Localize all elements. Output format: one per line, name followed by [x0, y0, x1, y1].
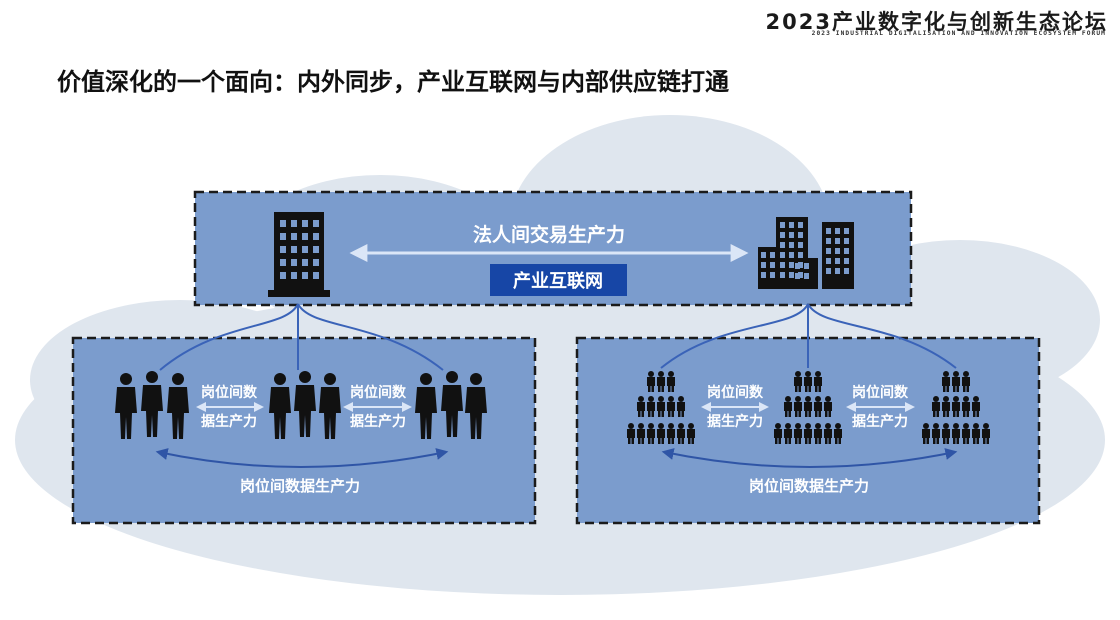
- industrial-internet-box: [490, 264, 627, 296]
- people-group-icon-1: [115, 371, 189, 439]
- left-bottom-arrow: [155, 448, 449, 468]
- left-pair-label-1b: 据生产力: [201, 413, 257, 430]
- left-pair-label-2a: 岗位间数: [350, 384, 407, 401]
- right-pair-label-1a: 岗位间数: [707, 384, 764, 401]
- team-pyramid-icon-2: [774, 371, 842, 444]
- left-pair-label-1a: 岗位间数: [201, 384, 258, 401]
- slide-title: 价值深化的一个面向：内外同步，产业互联网与内部供应链打通: [57, 68, 729, 96]
- left-pair-label-2b: 据生产力: [350, 413, 406, 430]
- team-pyramid-icon-1: [627, 371, 695, 444]
- forum-title: 2023产业数字化与创新生态论坛: [765, 10, 1108, 34]
- building-icon: [268, 212, 330, 297]
- right-bottom-label: 岗位间数据生产力: [749, 477, 869, 495]
- right-pair-label-1b: 据生产力: [707, 413, 763, 430]
- industrial-internet-label: 产业互联网: [513, 270, 603, 292]
- forum-subtitle: 2023 INDUSTRIAL DIGITALISATION AND INNOV…: [811, 30, 1106, 37]
- left-connectors: [159, 303, 444, 371]
- right-connectors: [660, 303, 957, 369]
- right-bottom-arrow: [661, 448, 958, 468]
- people-group-icon-2: [269, 371, 341, 439]
- team-pyramid-icon-3: [922, 371, 990, 444]
- right-pair-label-2a: 岗位间数: [852, 384, 909, 401]
- right-pair-label-2b: 据生产力: [852, 413, 908, 430]
- people-group-icon-3: [415, 371, 487, 439]
- transaction-label: 法人间交易生产力: [473, 223, 625, 246]
- left-bottom-label: 岗位间数据生产力: [240, 477, 360, 495]
